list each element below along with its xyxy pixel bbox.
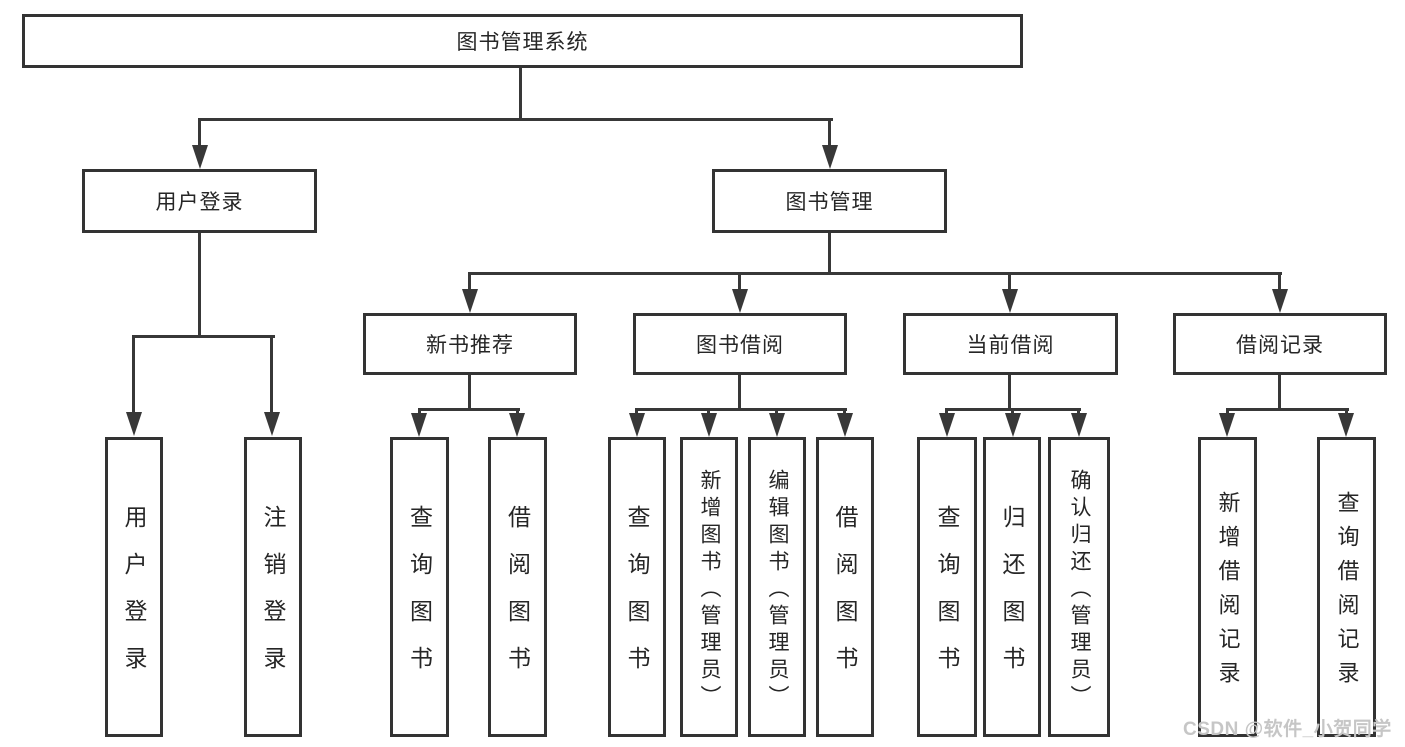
leaf-cb-query-books-label: 查询图书 bbox=[934, 505, 960, 693]
connector-root-stem bbox=[519, 68, 522, 118]
connector-level2-rail bbox=[199, 118, 833, 121]
leaf-br-add-record-label: 新增借阅记录 bbox=[1215, 491, 1241, 695]
connector-user-login-rail bbox=[133, 335, 275, 338]
arrow-down-icon bbox=[509, 413, 525, 437]
node-book-borrow-label: 图书借阅 bbox=[696, 334, 784, 357]
leaf-bb-add-books-admin: 新增图书（管理员） bbox=[680, 437, 738, 737]
arrow-down-icon bbox=[837, 413, 853, 437]
node-current-borrow: 当前借阅 bbox=[903, 313, 1118, 375]
connector-drop bbox=[198, 118, 201, 148]
leaf-bb-borrow-books-label: 借阅图书 bbox=[832, 505, 858, 693]
node-book-management-label: 图书管理 bbox=[785, 191, 874, 214]
arrow-down-icon bbox=[126, 412, 142, 436]
connector-group-stem bbox=[738, 375, 741, 411]
node-new-book-recommend: 新书推荐 bbox=[363, 313, 577, 375]
connector-drop bbox=[270, 335, 273, 413]
leaf-bb-edit-books-admin-label: 编辑图书（管理员） bbox=[766, 468, 789, 712]
connector-drop bbox=[1278, 272, 1281, 292]
node-book-management: 图书管理 bbox=[712, 169, 947, 233]
leaf-nbr-query-books-label: 查询图书 bbox=[406, 505, 433, 693]
leaf-nbr-query-books: 查询图书 bbox=[390, 437, 449, 737]
connector-drop bbox=[1226, 408, 1229, 416]
leaf-bb-query-books-label: 查询图书 bbox=[624, 505, 650, 693]
connector-group-stem bbox=[468, 375, 471, 411]
arrow-down-icon bbox=[732, 289, 748, 313]
leaf-br-query-record: 查询借阅记录 bbox=[1317, 437, 1376, 737]
connector-drop bbox=[828, 118, 831, 148]
node-borrow-records-label: 借阅记录 bbox=[1236, 334, 1324, 357]
arrow-down-icon bbox=[1005, 413, 1021, 437]
arrow-down-icon bbox=[1272, 289, 1288, 313]
leaf-user-login: 用户登录 bbox=[105, 437, 163, 737]
connector-drop bbox=[1008, 272, 1011, 292]
leaf-cb-query-books: 查询图书 bbox=[917, 437, 977, 737]
connector-group-stem bbox=[1278, 375, 1281, 411]
leaf-bb-add-books-admin-label: 新增图书（管理员） bbox=[698, 468, 721, 712]
csdn-watermark: CSDN @软件_小贺同学 bbox=[1183, 719, 1392, 740]
arrow-down-icon bbox=[462, 289, 478, 313]
arrow-down-icon bbox=[629, 413, 645, 437]
connector-drop bbox=[468, 272, 471, 292]
arrow-down-icon bbox=[701, 413, 717, 437]
connector-drop bbox=[945, 408, 948, 416]
leaf-nbr-borrow-books-label: 借阅图书 bbox=[504, 505, 531, 693]
node-user-login-label: 用户登录 bbox=[155, 191, 244, 214]
leaf-nbr-borrow-books: 借阅图书 bbox=[488, 437, 547, 737]
connector-drop bbox=[1345, 408, 1348, 416]
node-new-book-recommend-label: 新书推荐 bbox=[426, 334, 514, 357]
connector-drop bbox=[132, 335, 135, 413]
leaf-cb-confirm-return-admin: 确认归还（管理员） bbox=[1048, 437, 1110, 737]
connector-drop bbox=[635, 408, 638, 416]
arrow-down-icon bbox=[411, 413, 427, 437]
connector-group-rail bbox=[1226, 408, 1349, 411]
connector-group-rail bbox=[635, 408, 847, 411]
leaf-cb-confirm-return-admin-label: 确认归还（管理员） bbox=[1068, 468, 1091, 712]
arrow-down-icon bbox=[1219, 413, 1235, 437]
connector-drop bbox=[1077, 408, 1080, 416]
connector-drop bbox=[738, 272, 741, 292]
node-root: 图书管理系统 bbox=[22, 14, 1023, 68]
connector-book-mgmt-stem bbox=[828, 233, 831, 273]
node-user-login: 用户登录 bbox=[82, 169, 317, 233]
leaf-bb-query-books: 查询图书 bbox=[608, 437, 666, 737]
arrow-down-icon bbox=[939, 413, 955, 437]
connector-drop bbox=[775, 408, 778, 416]
node-book-borrow: 图书借阅 bbox=[633, 313, 847, 375]
connector-drop bbox=[1011, 408, 1014, 416]
connector-user-login-stem bbox=[198, 233, 201, 335]
arrow-down-icon bbox=[264, 412, 280, 436]
arrow-down-icon bbox=[1002, 289, 1018, 313]
arrow-down-icon bbox=[1338, 413, 1354, 437]
connector-group-stem bbox=[1008, 375, 1011, 411]
node-borrow-records: 借阅记录 bbox=[1173, 313, 1387, 375]
leaf-logout-label: 注销登录 bbox=[260, 505, 286, 693]
connector-drop bbox=[707, 408, 710, 416]
connector-drop bbox=[418, 408, 421, 416]
arrow-down-icon bbox=[192, 145, 208, 169]
connector-group-rail bbox=[418, 408, 520, 411]
leaf-bb-edit-books-admin: 编辑图书（管理员） bbox=[748, 437, 806, 737]
arrow-down-icon bbox=[822, 145, 838, 169]
connector-level3-rail bbox=[469, 272, 1282, 275]
node-current-borrow-label: 当前借阅 bbox=[966, 334, 1055, 357]
arrow-down-icon bbox=[1071, 413, 1087, 437]
leaf-cb-return-books-label: 归还图书 bbox=[999, 505, 1025, 693]
leaf-br-add-record: 新增借阅记录 bbox=[1198, 437, 1257, 737]
leaf-br-query-record-label: 查询借阅记录 bbox=[1334, 491, 1360, 695]
node-root-label: 图书管理系统 bbox=[456, 31, 589, 54]
leaf-cb-return-books: 归还图书 bbox=[983, 437, 1041, 737]
arrow-down-icon bbox=[769, 413, 785, 437]
leaf-bb-borrow-books: 借阅图书 bbox=[816, 437, 874, 737]
connector-drop bbox=[516, 408, 519, 416]
leaf-logout: 注销登录 bbox=[244, 437, 302, 737]
leaf-user-login-label: 用户登录 bbox=[121, 505, 147, 693]
connector-drop bbox=[843, 408, 846, 416]
